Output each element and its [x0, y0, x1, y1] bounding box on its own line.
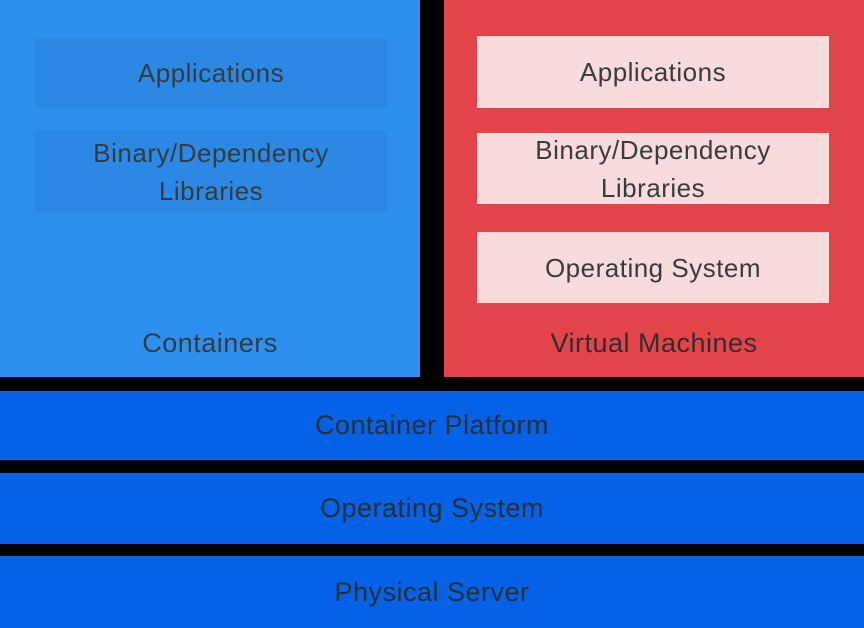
vm-applications-box: Applications [477, 36, 829, 108]
containers-libraries-box: Binary/Dependency Libraries [35, 130, 387, 213]
virtual-machines-panel: Applications Binary/Dependency Libraries… [444, 0, 864, 377]
operating-system-label: Operating System [319, 493, 545, 523]
operating-system-layer: Operating System [0, 473, 864, 544]
container-platform-label: Container Platform [314, 410, 550, 440]
containers-panel-label: Containers [142, 327, 278, 358]
containers-libraries-label-line1: Binary/Dependency [93, 137, 329, 168]
vm-libraries-label-line1: Binary/Dependency [535, 134, 771, 165]
physical-server-layer: Physical Server [0, 556, 864, 628]
virtual-machines-panel-label: Virtual Machines [550, 327, 758, 358]
vm-libraries-label-line2: Libraries [600, 172, 706, 203]
containers-panel: Applications Binary/Dependency Libraries… [0, 0, 420, 377]
vm-operating-system-box: Operating System [477, 232, 829, 303]
containers-applications-box: Applications [35, 38, 387, 107]
vm-applications-label: Applications [579, 57, 727, 87]
containers-libraries-label-line2: Libraries [158, 175, 264, 206]
containers-applications-label: Applications [137, 57, 285, 88]
physical-server-label: Physical Server [334, 576, 530, 607]
vm-operating-system-label: Operating System [544, 252, 762, 283]
container-platform-layer: Container Platform [0, 391, 864, 460]
vm-libraries-box: Binary/Dependency Libraries [477, 133, 829, 204]
